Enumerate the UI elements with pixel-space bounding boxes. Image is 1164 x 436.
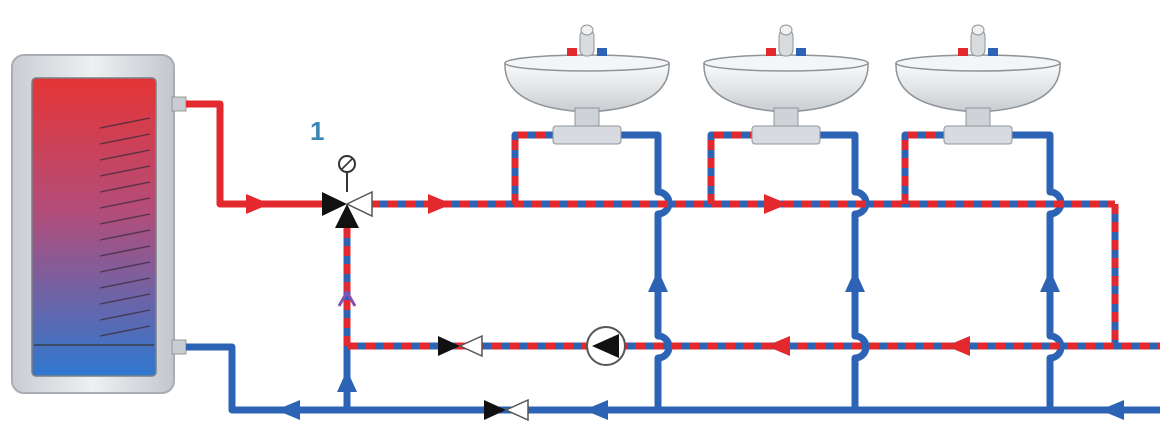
washbasin-icon bbox=[504, 24, 670, 145]
mixed-water-pipes-dash bbox=[343, 131, 1160, 350]
tank-cold-inlet-port bbox=[171, 339, 187, 355]
flow-arrow-icon bbox=[1100, 400, 1124, 420]
flow-arrow-icon bbox=[428, 194, 452, 214]
tank-body bbox=[31, 77, 157, 377]
flow-arrow-icon bbox=[845, 270, 865, 292]
mixing-valve-icon bbox=[322, 155, 373, 228]
flow-arrow-icon bbox=[276, 400, 300, 420]
hot-water-storage-tank bbox=[11, 54, 187, 394]
faucet-icon bbox=[958, 24, 998, 57]
washbasin-icon bbox=[703, 24, 869, 145]
valve-number-label: 1 bbox=[310, 116, 324, 146]
cold-riser-pipes bbox=[620, 131, 1065, 410]
flow-arrow-icon bbox=[764, 194, 788, 214]
thermostat-icon bbox=[338, 155, 356, 173]
washbasins bbox=[504, 24, 1061, 145]
cold-supply-pipe bbox=[186, 343, 1160, 414]
tank-heat-exchanger-coil bbox=[99, 117, 151, 337]
flow-arrow-icon bbox=[246, 194, 270, 214]
flow-arrow-icon bbox=[584, 400, 608, 420]
pump-icon bbox=[586, 326, 626, 366]
flow-arrows bbox=[246, 194, 1124, 420]
flow-arrow-icon bbox=[337, 288, 357, 307]
tank-hot-outlet-port bbox=[171, 96, 187, 112]
flow-arrow-icon bbox=[337, 370, 357, 392]
flow-arrow-icon bbox=[946, 336, 970, 356]
washbasin-icon bbox=[895, 24, 1061, 145]
check-valve-icon bbox=[484, 398, 529, 422]
check-valve-icon bbox=[438, 334, 483, 358]
flow-arrow-icon bbox=[648, 270, 668, 292]
mixed-water-pipes-base bbox=[343, 131, 1160, 350]
flow-arrow-icon bbox=[766, 336, 790, 356]
faucet-icon bbox=[766, 24, 806, 57]
hot-supply-pipe bbox=[186, 100, 340, 208]
faucet-icon bbox=[567, 24, 607, 57]
flow-arrow-icon bbox=[1040, 270, 1060, 292]
